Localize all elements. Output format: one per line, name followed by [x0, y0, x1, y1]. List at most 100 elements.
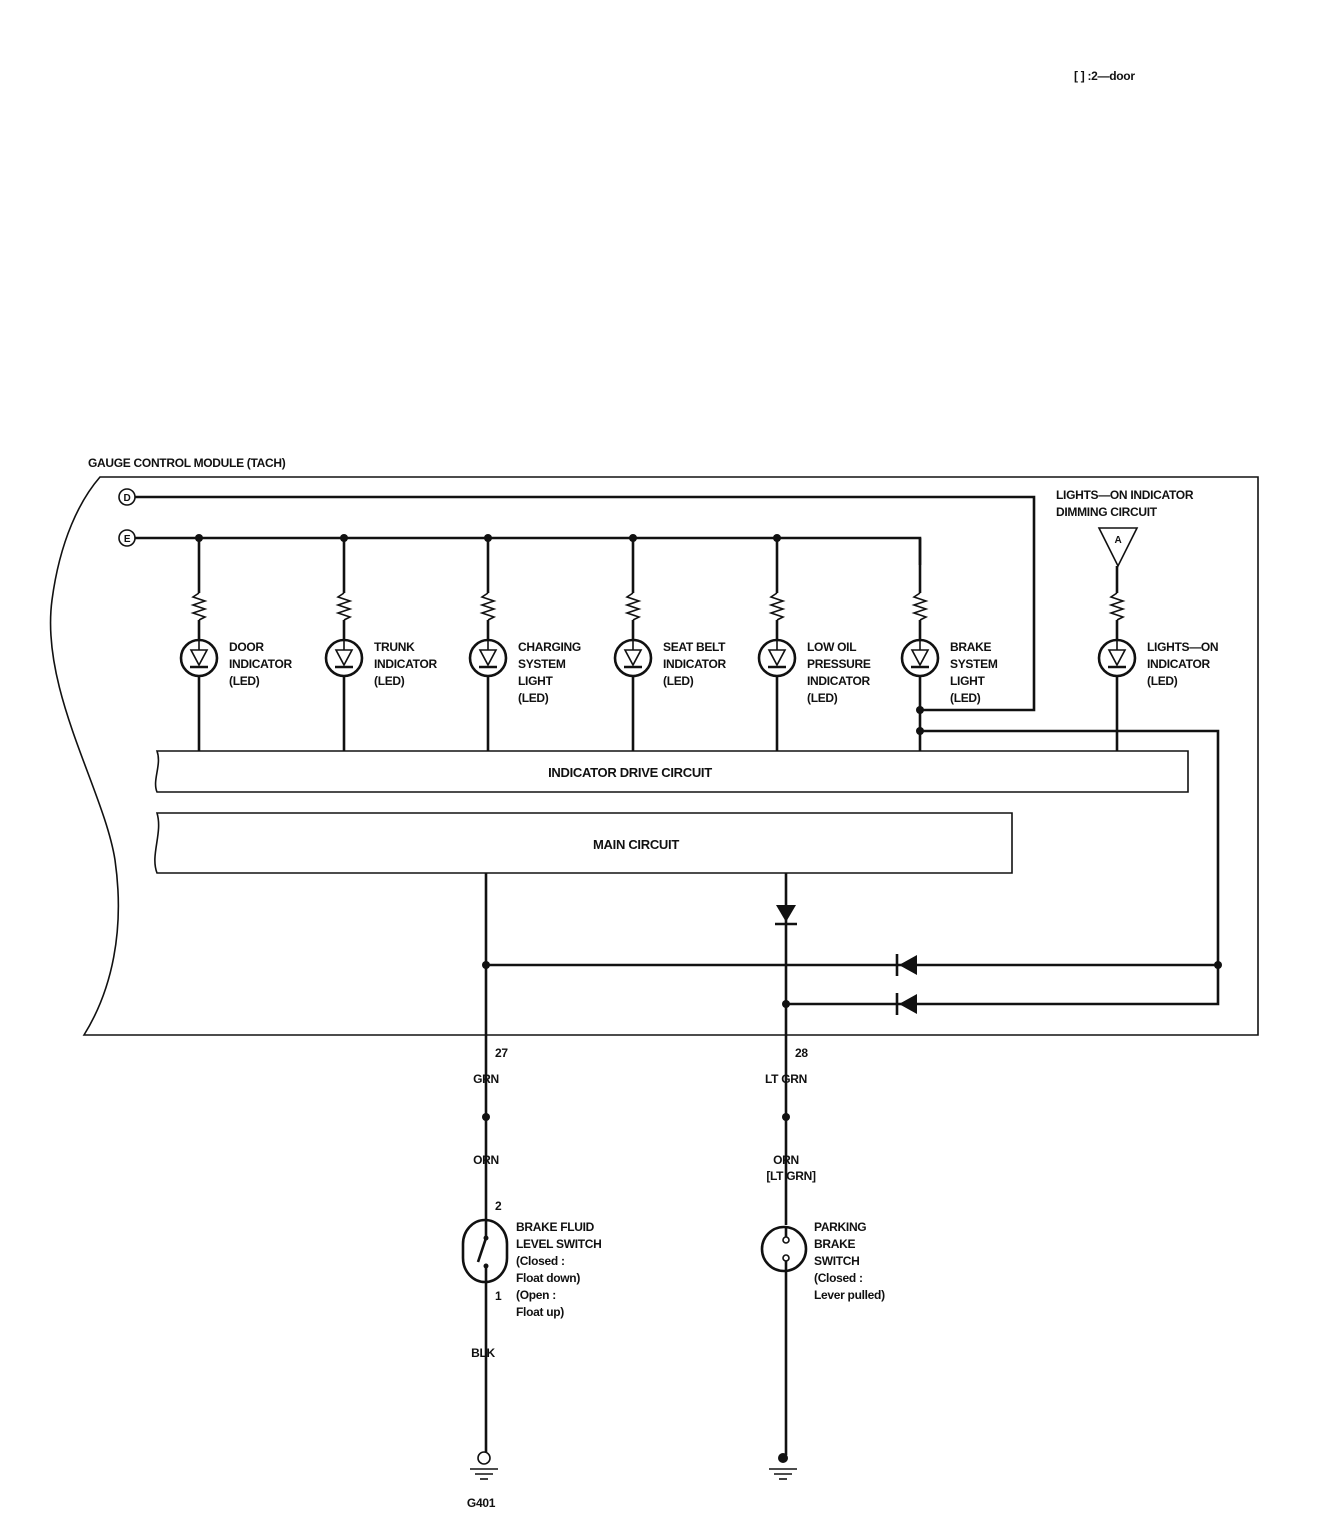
wire-color-lt-grn-alt: [LT GRN]: [766, 1169, 816, 1183]
junction-dot: [484, 534, 492, 542]
brake-fluid-switch-label: BRAKE FLUID LEVEL SWITCH (Closed : Float do…: [516, 1220, 602, 1319]
dimming-label-line2: DIMMING CIRCUIT: [1056, 505, 1158, 519]
parking-brake-switch: [760, 1225, 808, 1273]
resistor-icon: [1108, 592, 1126, 621]
pin-28-label: 28: [795, 1046, 808, 1060]
wire-color-orn-right: ORN: [773, 1153, 799, 1167]
wire-color-grn: GRN: [473, 1072, 499, 1086]
module-title: GAUGE CONTROL MODULE (TACH): [88, 456, 286, 470]
svg-text:D: D: [124, 493, 131, 504]
indicator-label: (LED): [374, 674, 405, 688]
svg-text:INDICATOR DRIVE CIRCUIT: INDICATOR DRIVE CIRCUIT: [548, 765, 712, 780]
junction-dot: [195, 534, 203, 542]
ground-label-g401: G401: [467, 1496, 496, 1510]
switch-pin-2: 2: [495, 1199, 502, 1213]
junction-dot: [916, 727, 924, 735]
indicator-label: (LED): [950, 691, 981, 705]
wire-e-bus: [135, 536, 922, 565]
indicator-label: LIGHT: [518, 674, 553, 688]
led-icon: [757, 638, 797, 678]
led-icon: [468, 638, 508, 678]
splice-dot: [482, 1113, 490, 1121]
indicator-label: (LED): [663, 674, 694, 688]
indicator-label: (LED): [1147, 674, 1178, 688]
switch-label-line: (Open :: [516, 1288, 556, 1302]
led-icon: [613, 638, 653, 678]
indicator-label: INDICATOR: [807, 674, 870, 688]
wire-color-lt-grn: LT GRN: [765, 1072, 807, 1086]
switch-label-line: Lever pulled): [814, 1288, 885, 1302]
indicator-label: CHARGING: [518, 640, 581, 654]
brake-fluid-level-switch: [461, 1218, 509, 1284]
wire-color-blk: BLK: [471, 1346, 495, 1360]
indicator-label: INDICATOR: [663, 657, 726, 671]
indicator-label: SYSTEM: [518, 657, 566, 671]
connector-e: E: [118, 529, 136, 547]
indicator-label: SEAT BELT: [663, 640, 726, 654]
svg-text:E: E: [124, 534, 131, 545]
switch-label-line: Float down): [516, 1271, 580, 1285]
switch-label-line: (Closed :: [516, 1254, 565, 1268]
resistor-icon: [335, 592, 353, 621]
switch-label-line: LEVEL SWITCH: [516, 1237, 602, 1251]
diode-feed-lower: [895, 993, 917, 1015]
wire-d: [135, 495, 1036, 712]
indicator-column: SEAT BELT INDICATOR (LED): [613, 534, 727, 751]
main-circuit-block: MAIN CIRCUIT: [154, 812, 1013, 874]
resistor-icon: [479, 592, 497, 621]
diode-feed-upper: [895, 954, 917, 976]
ground-g401-symbol: [470, 1451, 498, 1480]
junction-dot: [916, 706, 924, 714]
switch-label-line: (Closed :: [814, 1271, 863, 1285]
indicator-label: LOW OIL: [807, 640, 856, 654]
indicator-label: BRAKE: [950, 640, 991, 654]
switch-label-line: SWITCH: [814, 1254, 860, 1268]
ground-right-symbol: [769, 1453, 797, 1480]
splice-dot: [782, 1113, 790, 1121]
pin-27-label: 27: [495, 1046, 508, 1060]
indicator-label: LIGHTS—ON: [1147, 640, 1218, 654]
module-boundary: [49, 476, 1259, 1036]
indicator-label: (LED): [229, 674, 260, 688]
indicator-column: TRUNK INDICATOR (LED): [324, 534, 438, 751]
legend-note: [ ] :2—door: [1074, 69, 1135, 83]
indicator-columns: DOORINDICATOR(LED)TRUNKINDICATOR(LED)CHA…: [179, 534, 1219, 751]
junction-dot: [773, 534, 781, 542]
resistor-icon: [911, 592, 929, 621]
switch-label-line: BRAKE: [814, 1237, 855, 1251]
indicator-label: TRUNK: [374, 640, 415, 654]
switch-label-line: Float up): [516, 1305, 564, 1319]
diode-main: [775, 905, 797, 926]
resistor-icon: [190, 592, 208, 621]
indicator-label: INDICATOR: [229, 657, 292, 671]
dimming-label-line1: LIGHTS—ON INDICATOR: [1056, 488, 1194, 502]
resistor-icon: [624, 592, 642, 621]
indicator-label: INDICATOR: [374, 657, 437, 671]
switch-pin-1: 1: [495, 1289, 502, 1303]
indicator-label: (LED): [807, 691, 838, 705]
wire-color-orn-left: ORN: [473, 1153, 499, 1167]
svg-text:A: A: [1115, 535, 1122, 546]
led-icon: [900, 638, 940, 678]
indicator-drive-circuit-block: INDICATOR DRIVE CIRCUIT: [154, 750, 1189, 793]
indicator-label: INDICATOR: [1147, 657, 1210, 671]
indicator-column: LIGHTS—ON INDICATOR (LED): [1097, 566, 1219, 751]
svg-text:MAIN CIRCUIT: MAIN CIRCUIT: [593, 837, 679, 852]
junction-dot: [340, 534, 348, 542]
led-icon: [1097, 638, 1137, 678]
led-icon: [324, 638, 364, 678]
led-icon: [179, 638, 219, 678]
dimming-connector-a: A: [1097, 527, 1139, 568]
junction-dot: [629, 534, 637, 542]
switch-label-line: BRAKE FLUID: [516, 1220, 595, 1234]
wire-brake-junction: [920, 729, 1220, 1006]
indicator-label: PRESSURE: [807, 657, 871, 671]
indicator-column: LOW OIL PRESSURE INDICATOR (LED): [757, 534, 871, 751]
connector-d: D: [118, 488, 136, 506]
resistor-icon: [768, 592, 786, 621]
